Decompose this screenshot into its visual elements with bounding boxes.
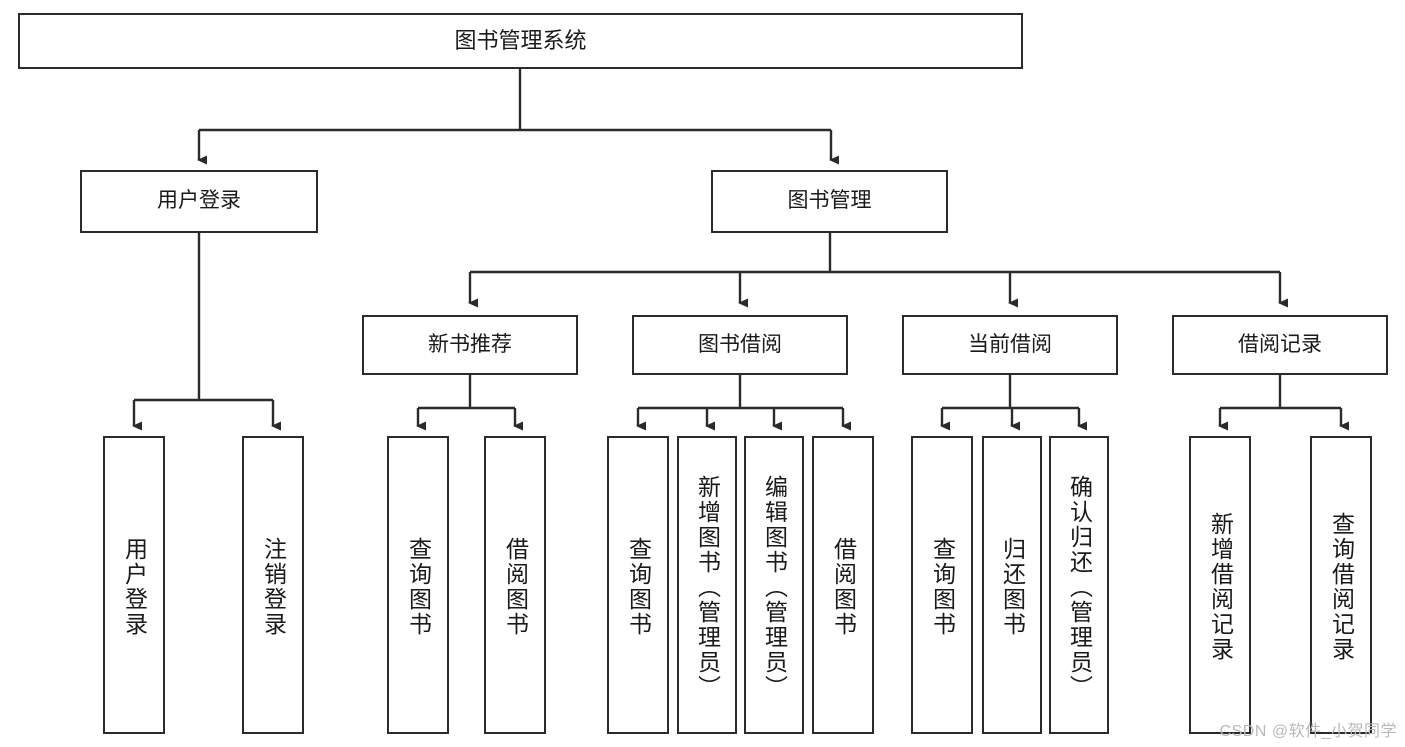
node-leaf-user-login[interactable]: 用户登录	[103, 436, 165, 734]
csdn-watermark: CSDN @软件_小贺同学	[1219, 723, 1397, 740]
node-user-login[interactable]: 用户登录	[80, 170, 318, 233]
node-label: 新增图书（管理员）	[694, 474, 721, 700]
node-leaf-add-borrow-record[interactable]: 新增借阅记录	[1189, 436, 1251, 734]
node-label: 查询图书	[625, 537, 652, 637]
node-label: 借阅记录	[1238, 332, 1322, 356]
node-label: 用户登录	[157, 189, 241, 213]
node-label: 查询图书	[405, 537, 432, 637]
node-label: 图书借阅	[698, 332, 782, 356]
node-label: 借阅图书	[830, 537, 857, 637]
node-leaf-query-borrow-record[interactable]: 查询借阅记录	[1310, 436, 1372, 734]
node-leaf-return-book[interactable]: 归还图书	[982, 436, 1042, 734]
node-label: 图书管理系统	[454, 28, 587, 54]
node-label: 新书推荐	[428, 332, 512, 356]
node-new-book-recommend[interactable]: 新书推荐	[362, 315, 578, 375]
node-label: 用户登录	[121, 537, 148, 637]
node-leaf-confirm-return-admin[interactable]: 确认归还（管理员）	[1049, 436, 1109, 734]
node-label: 编辑图书（管理员）	[761, 474, 788, 700]
node-current-borrow[interactable]: 当前借阅	[902, 315, 1118, 375]
node-label: 查询借阅记录	[1328, 512, 1355, 662]
node-book-manage[interactable]: 图书管理	[711, 170, 948, 233]
node-leaf-query-book-1[interactable]: 查询图书	[387, 436, 449, 734]
node-label: 图书管理	[787, 189, 872, 213]
node-label: 注销登录	[260, 537, 287, 637]
node-leaf-borrow-book-1[interactable]: 借阅图书	[484, 436, 546, 734]
node-book-borrow[interactable]: 图书借阅	[632, 315, 848, 375]
node-leaf-logout-login[interactable]: 注销登录	[242, 436, 304, 734]
node-label: 归还图书	[999, 537, 1026, 637]
node-label: 确认归还（管理员）	[1066, 474, 1093, 700]
node-label: 查询图书	[929, 537, 956, 637]
node-label: 新增借阅记录	[1207, 512, 1234, 662]
node-leaf-borrow-book-2[interactable]: 借阅图书	[812, 436, 874, 734]
node-root-system[interactable]: 图书管理系统	[18, 13, 1023, 69]
node-borrow-record[interactable]: 借阅记录	[1172, 315, 1388, 375]
node-leaf-edit-book-admin[interactable]: 编辑图书（管理员）	[744, 436, 804, 734]
node-leaf-add-book-admin[interactable]: 新增图书（管理员）	[677, 436, 737, 734]
node-leaf-query-book-2[interactable]: 查询图书	[607, 436, 669, 734]
node-label: 借阅图书	[502, 537, 529, 637]
node-label: 当前借阅	[968, 332, 1052, 356]
node-leaf-query-book-3[interactable]: 查询图书	[911, 436, 973, 734]
